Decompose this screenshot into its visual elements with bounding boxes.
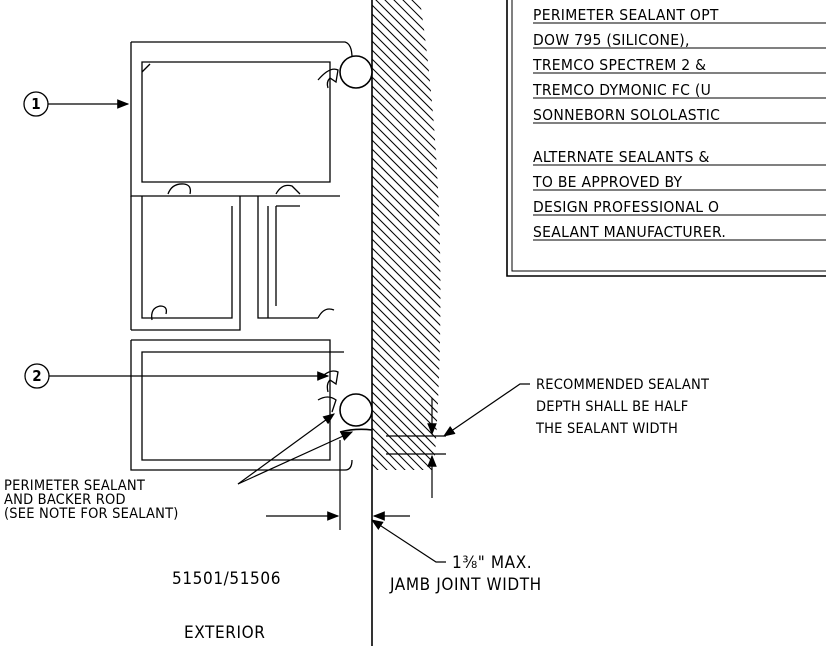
sealant-line-4: TREMCO DYMONIC FC (U [532,81,711,99]
perimeter-line-1: PERIMETER SEALANT [4,478,146,494]
frame-profile [130,41,353,471]
alternate-line-4: SEALANT MANUFACTURER. [533,223,726,241]
sealant-bead [339,428,373,433]
joint-width-line-1: 1⅜" MAX. [452,553,532,573]
alternate-line-1: ALTERNATE SEALANTS & [533,148,710,166]
recommended-line-1: RECOMMENDED SEALANT [536,377,710,393]
joint-width-dimension [266,440,446,563]
perimeter-line-3: (SEE NOTE FOR SEALANT) [4,506,179,522]
sealant-line-3: TREMCO SPECTREM 2 & [532,56,706,74]
backer-rod-upper [339,55,373,89]
side-label: EXTERIOR [184,623,265,643]
perimeter-leaders [237,413,354,485]
perimeter-line-2: AND BACKER ROD [4,492,126,508]
sealant-line-5: SONNEBORN SOLOLASTIC [533,106,720,124]
recommended-line-3: THE SEALANT WIDTH [535,421,678,437]
callout-2-number: 2 [32,367,41,385]
part-number: 51501/51506 [172,569,281,589]
alternate-line-2: TO BE APPROVED BY [532,173,682,191]
callout-1: 1 [23,91,130,117]
callout-1-number: 1 [31,95,40,113]
recommended-note: RECOMMENDED SEALANT DEPTH SHALL BE HALF TH… [535,377,710,437]
recommended-line-2: DEPTH SHALL BE HALF [536,399,688,415]
sealant-note-box: PERIMETER SEALANT OPT DOW 795 (SILICONE),… [506,0,826,277]
wall-section [371,0,441,646]
depth-dimension [386,383,530,498]
callout-2: 2 [24,363,330,389]
joint-width-note: 1⅜" MAX.JAMB JOINT WIDTH [389,553,542,595]
backer-rod-lower [339,393,373,427]
sealant-line-1: PERIMETER SEALANT OPT [533,6,719,24]
joint-width-line-2: JAMB JOINT WIDTH [389,575,542,595]
sealant-line-2: DOW 795 (SILICONE), [533,31,690,49]
alternate-line-3: DESIGN PROFESSIONAL O [533,198,719,216]
